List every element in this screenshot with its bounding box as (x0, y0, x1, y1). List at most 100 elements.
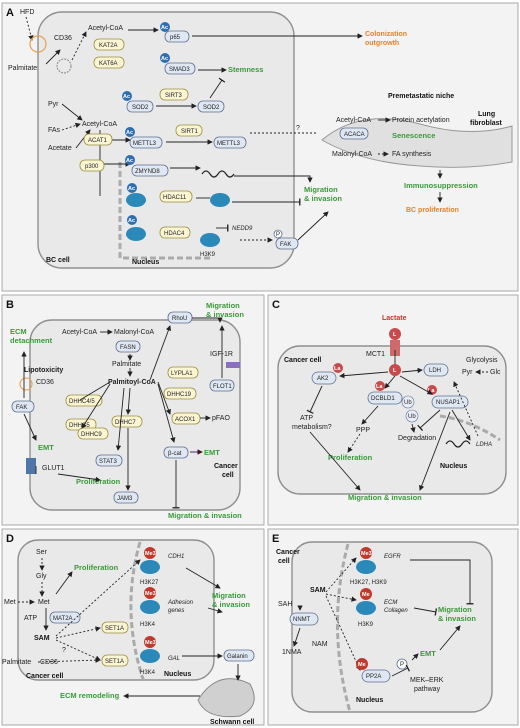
set1a-text-2: SET1A (105, 659, 124, 665)
mettl3-deacetylated (213, 136, 247, 149)
set1a-text-1: SET1A (105, 626, 124, 632)
panel-d: D Ser Gly Met Met ATP MAT2A SAM Prolifer… (1, 528, 265, 726)
palmitate-b: Palmitate (112, 361, 141, 368)
migration-e-1: Migration (438, 605, 472, 614)
emt-right-text: EMT (204, 448, 220, 457)
egfr-text: EGFR (384, 554, 401, 560)
acox1-text: ACOX1 (175, 417, 196, 423)
svg-text:Ac: Ac (161, 56, 168, 62)
acetyl-coa-niche: Acetyl-CoA (336, 117, 371, 124)
h3k9-text-e: H3K9 (358, 622, 374, 628)
sirt3-enzyme (159, 88, 189, 101)
nma-text: 1NMA (282, 649, 302, 656)
hfd-text: HFD (20, 9, 34, 16)
ecm-remodeling-text: ECM remodeling (60, 691, 120, 700)
palmitate-text-a: Palmitate (8, 65, 37, 72)
la-nusap1-label: La (428, 388, 435, 394)
dna-icon-c (445, 440, 471, 448)
atp-metabolism-1: ATP (300, 415, 313, 422)
la-dcbld1-label: La (376, 384, 383, 390)
dhhc19-enzyme (163, 387, 197, 400)
lypla1-text: LYPLA1 (171, 371, 193, 377)
fas-text: FAs (48, 127, 61, 134)
glc-text: Glc (490, 369, 501, 376)
lipotoxicity-text: Lipotoxicity (24, 367, 63, 374)
panel-e-label: E (272, 533, 279, 545)
colonization-text-2: outgrowth (365, 40, 399, 47)
histone-d3 (140, 649, 160, 663)
atp-metabolism-2: metabolism? (292, 424, 332, 431)
igf1r-receptor (226, 362, 240, 368)
svg-text:Ac: Ac (128, 186, 135, 192)
p65-text: p65 (170, 35, 181, 41)
la-ak2-label: La (334, 366, 341, 372)
panel-a-label: A (6, 7, 14, 19)
met-inner-text: Met (38, 599, 50, 606)
sam-text-e: SAM (310, 587, 326, 594)
phospho-mark-fak (273, 229, 283, 239)
zmynd8-protein (131, 164, 169, 177)
ak2-text: AK2 (317, 376, 329, 382)
sod2b-text: SOD2 (203, 105, 220, 111)
adhesion-1: Adhesion (167, 600, 194, 606)
cdh1-text: CDH1 (168, 554, 184, 560)
acetyl-mark-zmynd8 (125, 155, 135, 165)
cd36-transporter-a (29, 35, 47, 53)
migration-b-top-2: & invasion (206, 310, 244, 319)
set1a-enzyme-1 (101, 621, 129, 634)
nucleus-text-e: Nucleus (356, 697, 383, 704)
proliferation-d-text: Proliferation (74, 563, 119, 572)
senescence-text: Senescence (392, 131, 435, 140)
me3-mark-2 (144, 587, 156, 599)
nnmt-text: NNMT (293, 617, 311, 623)
nucleus-text-c: Nucleus (440, 463, 467, 470)
mat2a-protein (49, 611, 81, 624)
cd36-transporter-b (19, 377, 33, 391)
migration-d-2: & invasion (212, 600, 250, 609)
ldh-protein (423, 363, 449, 377)
histone-d1 (140, 560, 160, 574)
galanin-text: Galanin (227, 654, 248, 660)
h3k27k9-text: H3K27, H3K9 (350, 580, 387, 586)
lung-fibroblast-2: fibroblast (470, 120, 503, 127)
lypla1-enzyme (167, 366, 199, 379)
phospho-label-e: P (400, 662, 404, 668)
migration-a-1: Migration (304, 185, 338, 194)
stat3-protein (95, 454, 123, 467)
malonyl-coa-niche: Malonyl-CoA (332, 151, 372, 158)
migration-d-1: Migration (212, 591, 246, 600)
ecm-detachment-1: ECM (10, 327, 27, 336)
acetate-text: Acetate (48, 145, 72, 152)
cd36-text-a: CD36 (54, 35, 72, 42)
mct1-transporter (390, 340, 400, 356)
dhhc9-text: DHHC9 (81, 432, 102, 438)
glut1-text: GLUT1 (42, 465, 65, 472)
fasn-protein (115, 340, 141, 353)
jam3-text: JAM3 (117, 496, 133, 502)
zmynd8-text: ZMYND8 (135, 169, 160, 175)
migration-b-top-1: Migration (206, 301, 240, 310)
kat6a-enzyme (93, 56, 125, 69)
p65-protein (164, 30, 190, 43)
rhou-protein (167, 311, 193, 324)
nucleus-text-d: Nucleus (164, 671, 191, 678)
histone-a1 (126, 193, 146, 207)
smad3-protein (164, 62, 196, 75)
h3k4b-text: H3K4 (140, 670, 156, 676)
histone-d2 (140, 600, 160, 614)
ak2-protein (311, 371, 337, 385)
nam-text: NAM (312, 641, 328, 648)
dhhc7-text: DHHC7 (115, 420, 136, 426)
me3-label-e: Me3 (361, 551, 372, 557)
h3k4-text-d: H3K4 (140, 622, 156, 628)
ecm-detachment-2: detachment (10, 336, 53, 345)
me-label-e1: Me (362, 592, 370, 598)
ub-mark-1 (401, 395, 415, 409)
smad3-text: SMAD3 (169, 67, 190, 73)
sirt3-text: SIRT3 (165, 93, 183, 99)
question-d: ? (62, 647, 66, 654)
bcat-text: β-cat (168, 451, 182, 457)
acaca-text: ACACA (344, 132, 365, 138)
